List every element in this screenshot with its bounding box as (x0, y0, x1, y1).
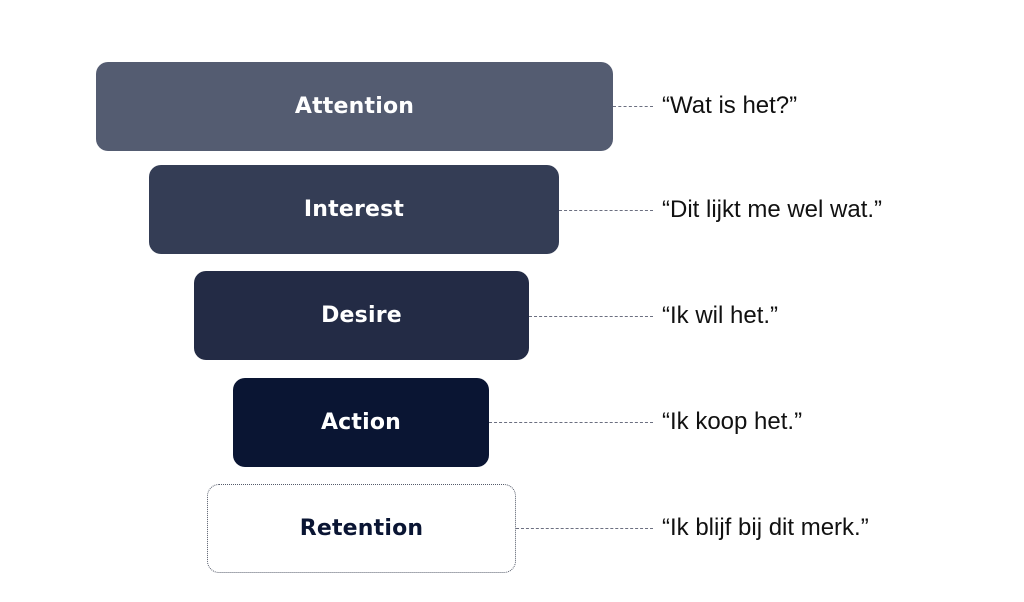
quote-attention: “Wat is het?” (662, 92, 798, 119)
stage-label: Action (320, 410, 402, 435)
quote-desire: “Ik wil het.” (662, 302, 779, 329)
stage-action: Action (233, 378, 489, 467)
stage-retention: Retention (207, 484, 516, 573)
stage-attention: Attention (96, 62, 613, 151)
connector-retention (516, 528, 653, 529)
stage-label: Retention (299, 516, 424, 541)
quote-interest: “Dit lijkt me wel wat.” (662, 196, 883, 223)
connector-interest (559, 210, 653, 211)
connector-attention (613, 106, 653, 107)
connector-action (489, 422, 653, 423)
stage-label: Attention (294, 94, 415, 119)
stage-label: Interest (303, 197, 405, 222)
stage-interest: Interest (149, 165, 559, 254)
connector-desire (529, 316, 653, 317)
quote-retention: “Ik blijf bij dit merk.” (662, 514, 869, 541)
quote-action: “Ik koop het.” (662, 408, 803, 435)
stage-label: Desire (321, 303, 402, 328)
stage-desire: Desire (194, 271, 529, 360)
